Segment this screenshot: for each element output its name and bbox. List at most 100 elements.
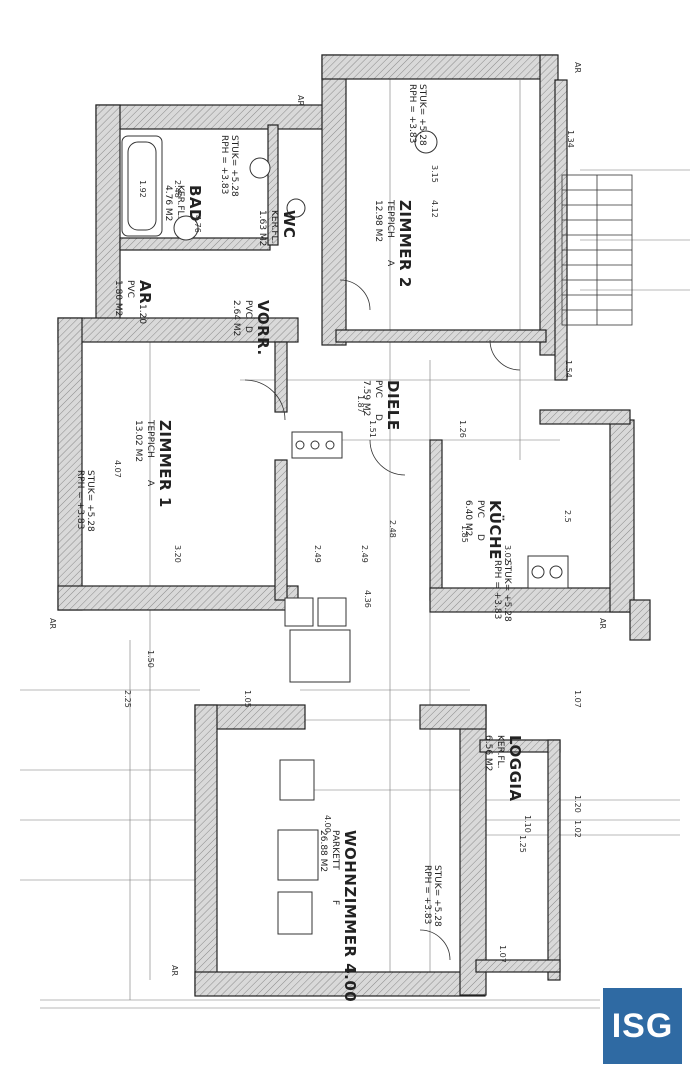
svg-text:D: D (373, 414, 383, 421)
svg-text:KER.FL.: KER.FL. (495, 735, 505, 768)
dim-label: 1.02 (573, 820, 582, 838)
dim-label: 3.02 (503, 545, 512, 563)
dim-label: 4.76 (193, 215, 202, 233)
doors (244, 279, 521, 961)
svg-text:4.76 M2: 4.76 M2 (163, 185, 173, 221)
svg-text:ZIMMER 1: ZIMMER 1 (156, 420, 174, 508)
dim-label: 2.48 (388, 520, 397, 538)
dimension-numbers: 4.07 3.20 4.36 2.49 4.12 3.15 1.92 2.48 … (113, 130, 582, 963)
height-label-zimmer-2: STUK= +5.28 RPH = +3.83 (407, 84, 427, 146)
dim-label: 2.48 (173, 180, 182, 198)
svg-text:TEPPICH: TEPPICH (385, 199, 395, 238)
svg-text:2.64 M2: 2.64 M2 (231, 300, 241, 336)
svg-text:12.98 M2: 12.98 M2 (373, 200, 383, 242)
svg-text:1.80 M2: 1.80 M2 (113, 280, 123, 316)
isg-logo-text: ISG (611, 1006, 674, 1045)
svg-text:STUK= +5.28: STUK= +5.28 (229, 135, 239, 197)
dim-label: 1.51 (368, 420, 377, 438)
svg-text:6.56 M2: 6.56 M2 (483, 735, 493, 771)
svg-text:D: D (475, 534, 485, 541)
dim-label: 2.49 (360, 545, 369, 563)
furniture (277, 597, 351, 935)
dim-label: 1.20 (573, 795, 582, 813)
height-label-zimmer-1: STUK= +5.28 RPH = +3.83 (75, 470, 95, 532)
svg-text:WOHNZIMMER 4.00: WOHNZIMMER 4.00 (341, 830, 359, 1002)
room-ar: AR 1.20 PVC 1.80 M2 (113, 280, 154, 324)
height-label-wohnzimmer: STUK= +5.28 RPH = +3.83 (422, 865, 442, 927)
walls (57, 54, 651, 997)
svg-text:1.63 M2: 1.63 M2 (257, 210, 267, 246)
ar-marker: AR (573, 62, 582, 73)
dim-label: 2.49 (313, 545, 322, 563)
room-diele: DIELE PVC D 7.59 M2 (361, 380, 402, 431)
ar-marker: AR (296, 95, 305, 106)
dim-label: 1.87 (356, 395, 365, 413)
dim-label: 1.26 (458, 420, 467, 438)
svg-text:PVC: PVC (243, 300, 253, 318)
dim-label: 1.07 (573, 690, 582, 708)
dim-label: 4.07 (113, 460, 122, 478)
svg-text:PVC: PVC (125, 280, 135, 298)
room-zimmer-2: ZIMMER 2 TEPPICH A 12.98 M2 (373, 199, 414, 288)
svg-text:STUK= +5.28: STUK= +5.28 (417, 84, 427, 146)
isg-logo: ISG (603, 988, 682, 1064)
svg-text:D: D (243, 326, 253, 333)
dim-label: 4.00 (323, 815, 332, 833)
svg-text:BAD: BAD (186, 185, 204, 222)
svg-text:PARKETT: PARKETT (330, 830, 340, 870)
staircase (561, 174, 633, 326)
svg-text:RPH = +3.83: RPH = +3.83 (219, 135, 229, 194)
svg-text:KER.FL.: KER.FL. (269, 210, 279, 243)
svg-text:STUK= +5.28: STUK= +5.28 (502, 560, 512, 622)
svg-text:A: A (385, 260, 395, 267)
svg-text:RPH = +3.83: RPH = +3.83 (492, 560, 502, 619)
dim-label: 1.85 (460, 525, 469, 543)
room-vorr: VORR. PVC D 2.64 M2 (231, 300, 272, 356)
svg-text:PVC: PVC (373, 380, 383, 398)
room-wohnzimmer: WOHNZIMMER 4.00 PARKETT F 26.88 M2 (318, 830, 359, 1002)
svg-text:RPH = +3.83: RPH = +3.83 (407, 84, 417, 143)
room-loggia: LOGGIA KER.FL. 6.56 M2 (483, 735, 524, 802)
svg-text:TEPPICH: TEPPICH (145, 419, 155, 458)
dim-label: 4.12 (430, 200, 439, 218)
svg-text:DIELE: DIELE (384, 380, 402, 431)
ar-markers: AR AR AR AR AR (48, 62, 607, 976)
svg-text:KER.FL.: KER.FL. (175, 185, 185, 218)
dim-label: 1.50 (146, 650, 155, 668)
dim-label: 1.07 (498, 945, 507, 963)
dim-label: 1.34 (566, 130, 575, 148)
svg-text:VORR.: VORR. (254, 300, 272, 356)
dim-label: 1.10 (523, 815, 532, 833)
svg-text:KÜCHE: KÜCHE (486, 500, 505, 560)
ar-marker: AR (170, 965, 179, 976)
dim-label: 1.54 (564, 360, 573, 378)
svg-text:ZIMMER 2: ZIMMER 2 (396, 200, 414, 288)
dim-label: 2.25 (123, 690, 132, 708)
svg-text:WC: WC (280, 210, 298, 239)
svg-text:26.88 M2: 26.88 M2 (318, 830, 328, 872)
room-wc: WC KER.FL. 1.63 M2 (257, 210, 298, 246)
room-kueche: KÜCHE PVC D 6.40 M2 (463, 500, 505, 560)
height-label-bad: STUK= +5.28 RPH = +3.83 (219, 135, 239, 197)
height-label-kueche: STUK= +5.28 RPH = +3.83 (492, 560, 512, 622)
ar-marker: AR (598, 618, 607, 629)
fixtures (121, 130, 569, 589)
dim-label: 4.36 (363, 590, 372, 608)
svg-text:LOGGIA: LOGGIA (506, 735, 524, 802)
svg-text:13.02 M2: 13.02 M2 (133, 420, 143, 462)
svg-text:AR: AR (136, 280, 154, 304)
dim-label: 1.92 (138, 180, 147, 198)
svg-text:7.59 M2: 7.59 M2 (361, 380, 371, 416)
svg-text:STUK= +5.28: STUK= +5.28 (432, 865, 442, 927)
ar-marker: AR (48, 618, 57, 629)
dim-label: 1.25 (518, 835, 527, 853)
bathtub (121, 135, 163, 237)
svg-text:6.40 M2: 6.40 M2 (463, 500, 473, 536)
svg-text:RPH = +3.83: RPH = +3.83 (422, 865, 432, 924)
washbasin (173, 215, 199, 241)
room-bad: BAD KER.FL. 4.76 M2 (163, 185, 204, 222)
svg-text:RPH = +3.83: RPH = +3.83 (75, 470, 85, 529)
svg-text:1.20: 1.20 (137, 304, 147, 324)
dim-label: 1.05 (243, 690, 252, 708)
